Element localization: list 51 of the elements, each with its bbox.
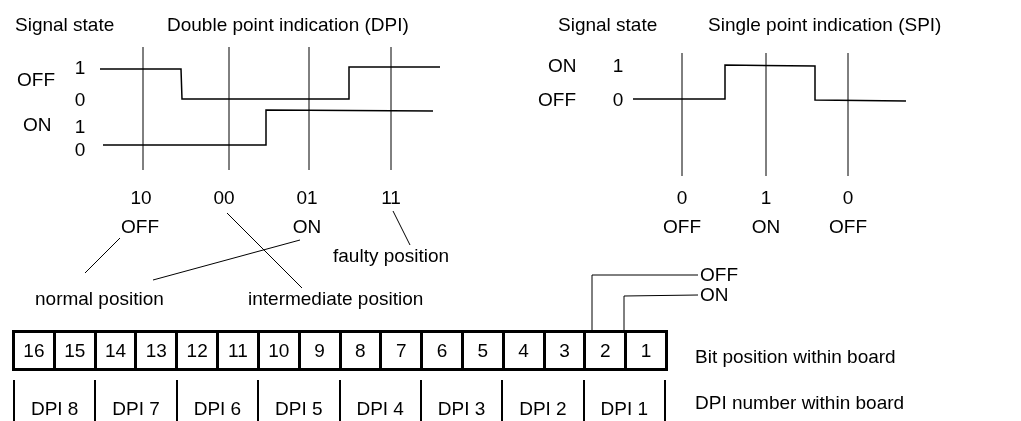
level-label: 1	[74, 57, 86, 79]
state-label: OFF	[829, 216, 867, 238]
dpi-cell: DPI 4	[338, 380, 422, 421]
leader-line	[591, 274, 699, 331]
dpi-cell: DPI 8	[13, 380, 97, 421]
row-caption: DPI number within board	[695, 392, 905, 414]
state-label: OFF	[538, 89, 576, 111]
state-code: 0	[842, 187, 854, 209]
state-label: OFF	[663, 216, 701, 238]
bit-cell: 6	[420, 330, 464, 371]
level-label: 0	[74, 89, 86, 111]
dpi-cell: DPI 3	[419, 380, 504, 421]
leader-line	[152, 239, 301, 281]
state-code: 1	[760, 187, 772, 209]
dpi-cell: DPI 1	[582, 380, 666, 421]
dpi-cell: DPI 5	[257, 380, 341, 421]
state-label: 00	[213, 187, 235, 209]
dpi-cell: DPI 2	[501, 380, 585, 421]
bit-cell: 16	[12, 330, 56, 371]
state-label: ON	[548, 55, 577, 77]
state-code: 01	[296, 187, 318, 209]
state-label: OFF	[17, 69, 55, 91]
diagram-heading: Signal state	[558, 14, 658, 36]
dpi-cell: DPI 7	[94, 380, 178, 421]
state-code: 10	[130, 187, 152, 209]
leader-line	[623, 294, 699, 331]
position-label: faulty position	[333, 245, 450, 267]
state-label: 11	[381, 187, 401, 209]
state-code: 0	[676, 187, 688, 209]
level-label: 1	[612, 55, 624, 77]
diagram-heading: Signal state	[15, 14, 115, 36]
state-label: ON	[292, 216, 322, 238]
bit-label: OFF	[700, 264, 738, 286]
bit-cell: 1	[624, 330, 668, 371]
leader-line	[84, 237, 121, 274]
level-label: 0	[612, 89, 624, 111]
state-label: OFF	[121, 216, 159, 238]
bit-label: ON	[700, 284, 729, 306]
dpi-cell: DPI 6	[175, 380, 260, 421]
diagram-heading: Double point indication (DPI)	[167, 14, 409, 36]
row-caption: Bit position within board	[695, 346, 896, 368]
position-label: intermediate position	[248, 288, 424, 310]
bit-cell: 11	[216, 330, 260, 371]
level-label: 1	[74, 116, 86, 138]
state-label: ON	[751, 216, 781, 238]
position-label: normal position	[35, 288, 164, 310]
level-label: 0	[74, 139, 86, 161]
state-label: ON	[23, 114, 52, 136]
leader-line	[226, 212, 303, 289]
leader-line	[392, 210, 411, 246]
diagram-heading: Single point indication (SPI)	[708, 14, 942, 36]
